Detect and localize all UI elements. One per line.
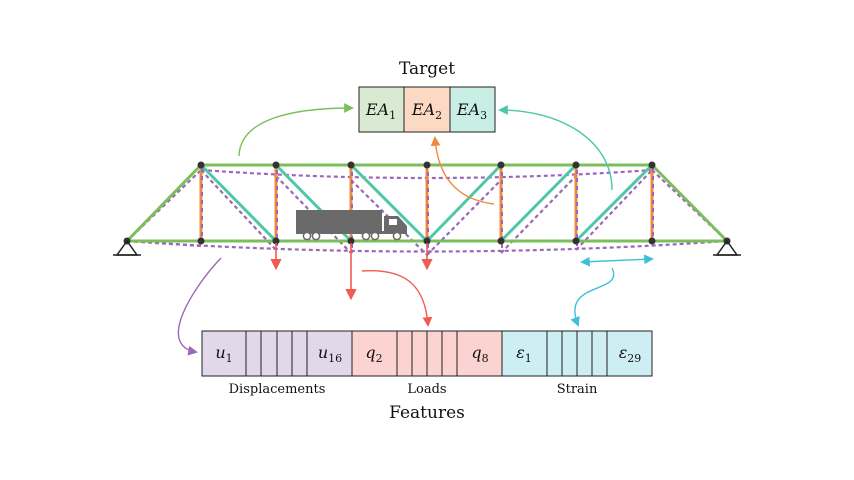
arrow-to-ea3 <box>498 105 613 191</box>
feature-last-strain: ε29 <box>619 343 642 365</box>
feature-first-strain: ε1 <box>516 343 532 365</box>
group-label-loads: Loads <box>407 382 446 397</box>
group-label-displacements: Displacements <box>229 382 326 397</box>
features-box: u1 u16 q2 q8 ε1 ε29 <box>201 330 653 377</box>
left-support-icon <box>113 239 141 256</box>
target-label-ea3: EA3 <box>456 100 487 122</box>
target-label-ea1: EA1 <box>365 100 396 122</box>
target-label-ea2: EA2 <box>411 100 442 122</box>
right-support-icon <box>713 239 741 256</box>
arrow-to-displacements <box>177 257 222 356</box>
verticals <box>199 165 654 241</box>
feature-last-load: q8 <box>471 343 488 365</box>
truss-nodes <box>123 161 731 245</box>
features-title: Features <box>389 403 465 423</box>
load-arrows <box>270 243 433 301</box>
group-label-strain: Strain <box>557 382 598 397</box>
arrow-to-ea1 <box>238 103 354 157</box>
target-title: Target <box>399 59 455 79</box>
feature-last-displacement: u16 <box>318 343 342 365</box>
target-cell-ea1 <box>358 86 405 133</box>
feature-first-displacement: u1 <box>215 343 232 365</box>
truck-icon <box>296 210 407 241</box>
strain-double-arrow <box>580 254 654 267</box>
arrow-to-ea2 <box>430 136 495 205</box>
feature-first-load: q2 <box>365 343 382 365</box>
arrow-to-loads <box>361 269 433 327</box>
arrow-to-strain <box>570 267 615 327</box>
target-box: EA1 EA2 EA3 <box>358 86 496 133</box>
target-cell-ea3 <box>449 86 496 133</box>
truss <box>113 161 741 256</box>
target-cell-ea2 <box>403 86 451 133</box>
connection-arrows <box>177 103 615 356</box>
